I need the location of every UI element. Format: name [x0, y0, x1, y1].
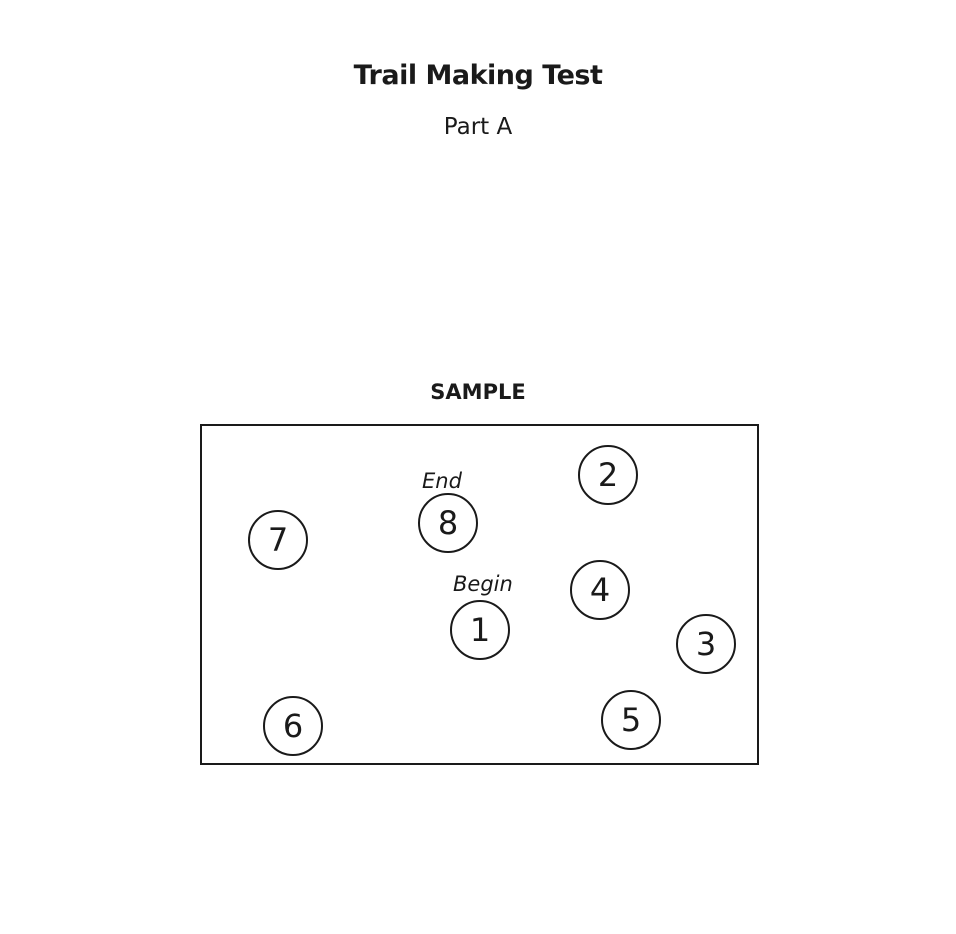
page-subtitle: Part A [443, 114, 513, 140]
circle-3[interactable]: 3 [676, 614, 736, 674]
circle-6[interactable]: 6 [263, 696, 323, 756]
circle-7[interactable]: 7 [248, 510, 308, 570]
circle-8[interactable]: 8 [418, 493, 478, 553]
begin-label: Begin [453, 572, 513, 596]
sample-heading: SAMPLE [430, 380, 526, 404]
end-label: End [422, 469, 462, 493]
circle-5[interactable]: 5 [601, 690, 661, 750]
circle-4[interactable]: 4 [570, 560, 630, 620]
sample-area [200, 424, 759, 765]
page-title: Trail Making Test [353, 60, 603, 91]
circle-2[interactable]: 2 [578, 445, 638, 505]
circle-1[interactable]: 1 [450, 600, 510, 660]
